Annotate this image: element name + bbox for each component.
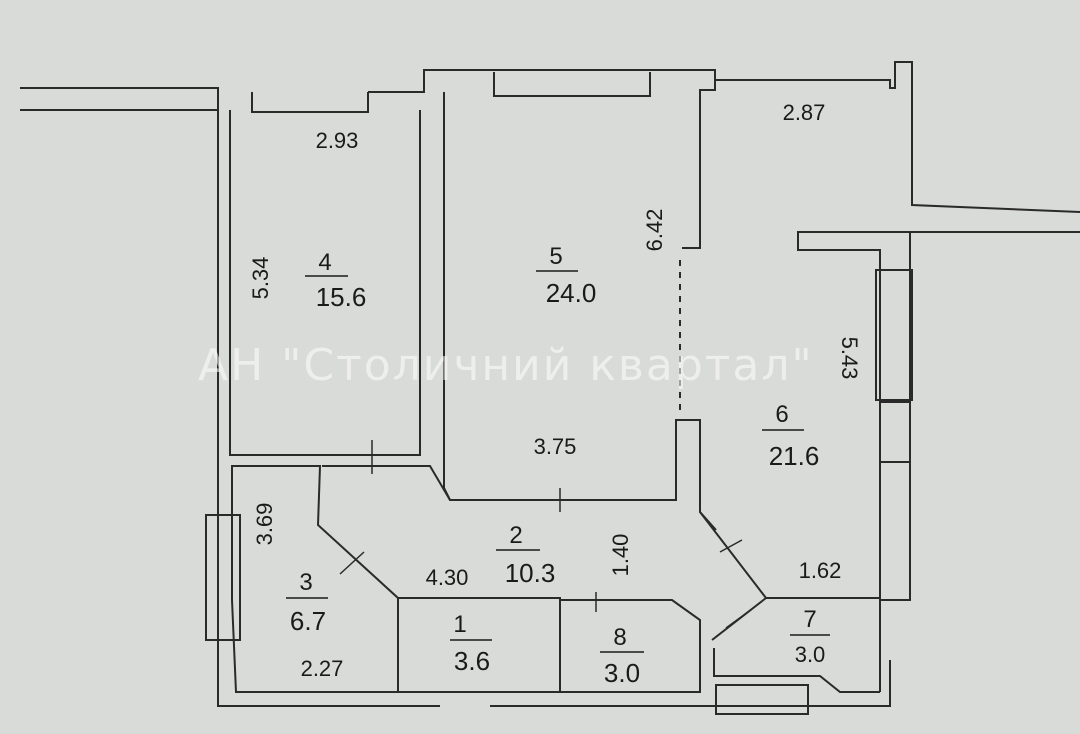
room-4-label: 4 15.6 [305,249,366,312]
room-7-label: 7 3.0 [790,606,830,667]
room-number: 8 [613,624,626,651]
dim-room6-width: 2.87 [783,100,826,125]
room-number: 6 [775,401,788,428]
room-area: 3.0 [604,658,640,688]
door-ticks [339,440,749,629]
room-5-label: 5 24.0 [536,243,596,308]
room-area: 6.7 [290,606,326,636]
dim-room4-width: 2.93 [316,128,359,153]
room-area: 15.6 [316,282,367,312]
room-number: 7 [803,606,816,633]
room-1-label: 1 3.6 [450,611,492,676]
dim-hall-width: 1.40 [608,534,633,577]
walls [20,61,1080,715]
room-number: 2 [509,522,522,549]
dim-room5-width: 3.75 [534,434,577,459]
room-6-label: 6 21.6 [762,401,819,471]
dim-room6-length: 5.43 [837,337,862,380]
dim-room5-length: 6.42 [642,209,667,252]
room-area: 24.0 [546,278,597,308]
dim-hall-length: 4.30 [426,565,469,590]
room-number: 3 [299,569,312,596]
room-area: 3.0 [795,642,826,667]
room-area: 10.3 [505,558,556,588]
room-area: 21.6 [769,441,820,471]
room-number: 5 [549,243,562,270]
room-3-label: 3 6.7 [286,569,328,636]
dim-room3-length: 3.69 [252,503,277,546]
dim-room6-bottom: 1.62 [799,558,842,583]
room-8-label: 8 3.0 [600,624,644,688]
room-area: 3.6 [454,646,490,676]
dim-room4-length: 5.34 [248,257,273,300]
room-2-label: 2 10.3 [496,522,555,588]
watermark: АН "Столичний квартал" [198,340,814,391]
room-number: 1 [453,611,466,638]
dim-room3-width: 2.27 [301,656,344,681]
room-number: 4 [318,249,331,276]
